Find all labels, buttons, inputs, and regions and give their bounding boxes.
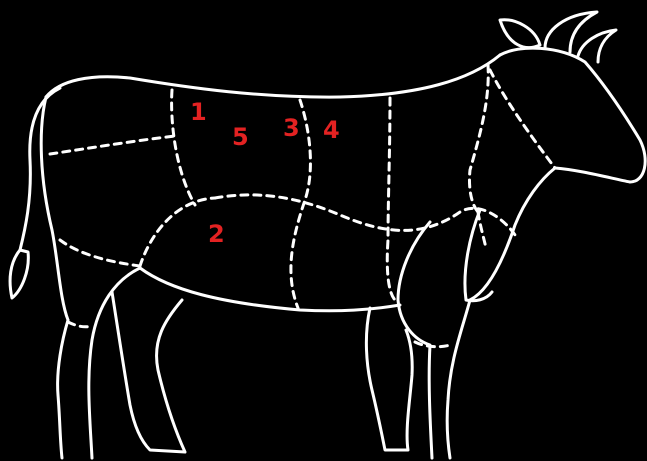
region-label-3: 3 [283,114,300,142]
hind-leg-back-inner-outline [89,268,140,458]
brisket-outline [465,210,492,301]
tail-tuft-outline [10,250,28,298]
cut-line-head [490,70,555,168]
hind-leg-front-outline [112,292,185,452]
cut-line-neck [469,65,488,212]
cut-line-2-hind [140,198,215,266]
cut-line-flank [60,240,140,266]
front-leg-back-outline [366,308,412,450]
region-label-5: 5 [232,123,249,151]
region-label-4: 4 [323,116,340,144]
front-leg-front-outline [398,222,432,458]
cut-line-front-leg-top [478,212,486,248]
tail-outline [20,88,60,250]
region-label-1: 1 [190,98,207,126]
cow-back-outline [46,55,500,97]
cut-line-front-knee [415,342,450,347]
rump-outline [41,97,68,320]
horn-right-outline [578,30,616,62]
region-label-2: 2 [208,220,225,248]
front-leg-front-inner-outline [447,300,470,458]
cow-head-outline [470,48,645,300]
cut-line-hind-knee [68,322,92,327]
cut-line-rump [50,136,175,154]
ear-outline [500,20,540,48]
hind-leg-back-outline [58,320,68,458]
cut-line-belly-top [215,195,515,235]
cut-line-3-4 [387,98,395,300]
horn-left-outline [545,12,597,52]
